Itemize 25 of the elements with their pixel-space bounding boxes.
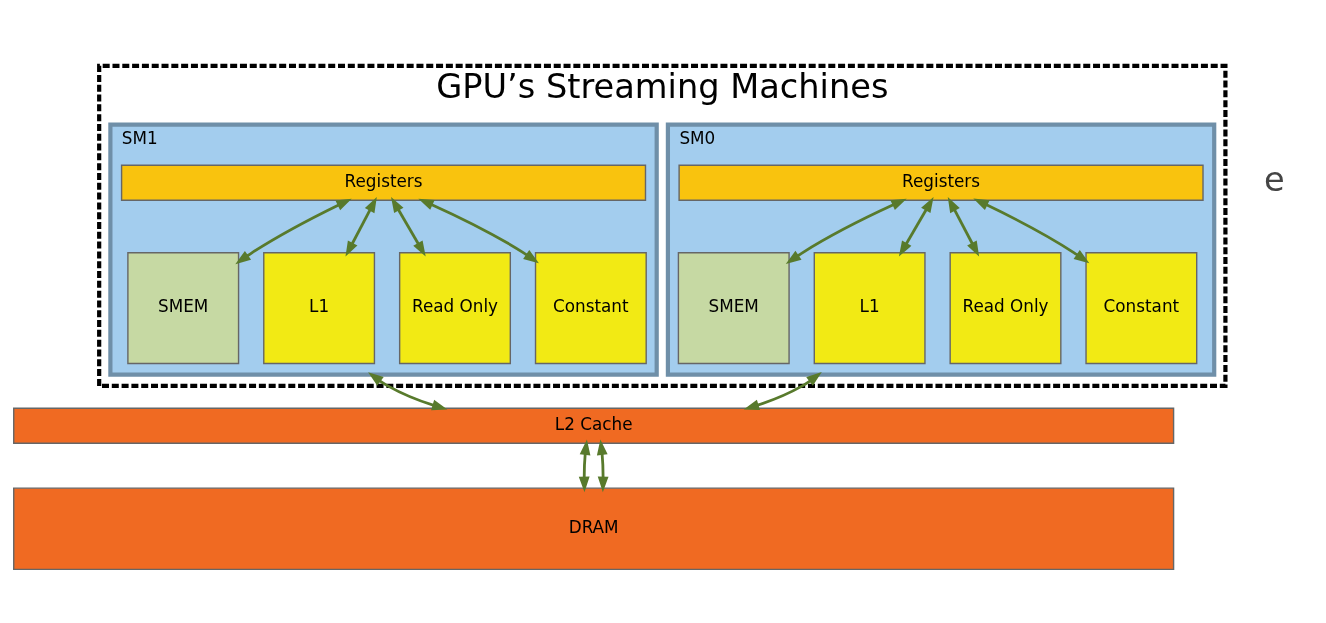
node-box: Constant [534,251,647,364]
arrow [785,198,907,264]
node-box: Registers [678,164,1204,201]
arrow [368,371,448,410]
arrow [947,196,980,257]
arrow [578,439,591,492]
node-box: Read Only [949,251,1062,364]
node-box: Read Only [398,251,511,364]
arrow [235,198,352,264]
node-box: SMEM [127,251,240,364]
node-box: L1 [813,251,926,364]
node-box: Constant [1085,251,1198,364]
node-box: L1 [263,251,376,364]
node-box: SMEM [677,251,790,364]
arrow [596,439,609,492]
arrow [898,196,934,256]
arrow [973,198,1090,263]
arrow [345,196,377,257]
node-box: DRAM [13,486,1175,570]
label: e [1264,159,1285,199]
arrow [418,198,539,263]
node-box: Registers [120,164,647,201]
arrow [743,371,822,410]
arrow [391,196,426,256]
node-box: L2 Cache [13,407,1175,444]
